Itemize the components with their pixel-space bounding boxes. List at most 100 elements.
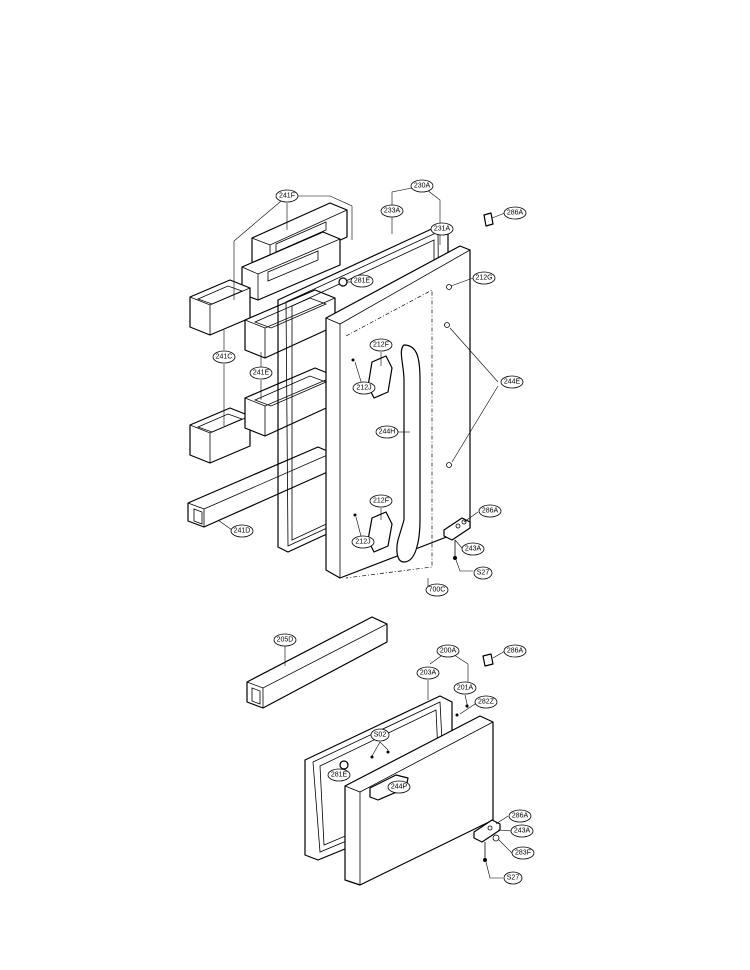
callout-label: 241D [234,528,251,535]
callout-244e: 244E [500,375,524,389]
callout-201a: 201A [453,681,477,695]
callout-bubble [461,542,485,556]
callout-244h: 244H [375,425,399,439]
callout-label: 212J [355,539,370,546]
callout-bubble [510,824,534,838]
callout-label: S02 [374,732,387,739]
callout-label: 286A [507,648,524,655]
bin-205d [246,616,388,709]
callout-label: 243A [465,546,482,553]
callout-241d: 241D [230,524,254,538]
callout-203a: 203A [416,666,440,680]
callout-bubble [410,179,434,193]
bin-241e-upper [244,289,336,359]
callout-241f: 241F [275,189,299,203]
callout-s27_1: S27 [473,566,493,580]
callout-label: 282Z [478,699,495,706]
callout-243a_1: 243A [461,542,485,556]
callout-231a: 231A [430,222,454,236]
callout-212f_1: 212F [369,338,393,352]
callout-212j_2: 212J [351,535,375,549]
callout-label: 244H [379,429,396,436]
callout-286a_3: 286A [503,644,527,658]
callout-bubble [500,375,524,389]
callout-bubble [503,871,523,885]
callout-label: 212J [356,385,371,392]
callout-label: 244P [391,784,408,791]
callout-bubble [273,633,297,647]
callout-212j_1: 212J [352,381,376,395]
callout-label: 201A [457,685,474,692]
callout-label: 286A [512,813,529,820]
callout-212f_2: 212F [369,494,393,508]
callout-282z: 282Z [474,695,498,709]
callout-bubble [474,695,498,709]
callout-bubble [327,768,351,782]
callout-bubble [275,189,299,203]
callout-label: 231A [434,226,451,233]
callout-label: 212F [373,498,389,505]
callout-label: 241C [216,354,233,361]
callout-label: 286A [507,210,524,217]
callout-label: 243A [514,828,531,835]
small-parts-upper [338,212,494,560]
callout-281e_1: 281E [350,274,374,288]
callout-s02: S02 [370,728,390,742]
callout-286a_1: 286A [503,206,527,220]
callout-label: 281E [354,278,371,285]
callout-bubble [472,271,496,285]
callout-label: S27 [507,875,520,882]
callout-bubble [503,644,527,658]
callout-layer: 230A 241F 233A 286A 231A 281E 212G 212F 212J 241C… [212,179,535,885]
callout-230a: 230A [410,179,434,193]
callout-286a_4: 286A [508,809,532,823]
callout-bubble [369,494,393,508]
callout-233a: 233A [380,204,404,218]
callout-label: 700C [429,587,446,594]
callout-label: 241F [279,193,295,200]
callout-bubble [503,206,527,220]
callout-243a_2: 243A [510,824,534,838]
callout-bubble [478,504,502,518]
callout-bubble [416,666,440,680]
callout-700c: 700C [425,583,449,597]
callout-241e: 241E [249,366,273,380]
callout-bubble [473,566,493,580]
callout-bubble [375,425,399,439]
callout-bubble [351,535,375,549]
callout-label: S27 [477,570,490,577]
callout-bubble [425,583,449,597]
callout-bubble [249,366,273,380]
callout-bubble [230,524,254,538]
bin-241c-lower [189,407,251,464]
callout-bubble [350,274,374,288]
callout-bubble [380,204,404,218]
callout-label: 205D [277,637,294,644]
callout-bubble [352,381,376,395]
callout-bubble [430,222,454,236]
callout-label: 241E [253,370,270,377]
callout-200a: 200A [436,644,460,658]
callout-label: 212F [373,342,389,349]
callout-label: 230A [414,183,431,190]
callout-label: 281E [331,772,348,779]
callout-label: 203A [420,670,437,677]
callout-244p: 244P [387,780,411,794]
callout-283f: 283F [511,846,535,860]
callout-bubble [453,681,477,695]
door-201a [344,715,494,886]
callout-label: 212G [475,275,492,282]
callout-281e_2: 281E [327,768,351,782]
callout-286a_2: 286A [478,504,502,518]
small-parts-lower [339,653,501,862]
callout-bubble [387,780,411,794]
callout-label: 233A [384,208,401,215]
callout-bubble [212,350,236,364]
callout-label: 283F [515,850,531,857]
callout-label: 244E [504,379,521,386]
callout-bubble [370,728,390,742]
callout-s27_2: S27 [503,871,523,885]
callout-212g: 212G [472,271,496,285]
callout-label: 200A [440,648,457,655]
